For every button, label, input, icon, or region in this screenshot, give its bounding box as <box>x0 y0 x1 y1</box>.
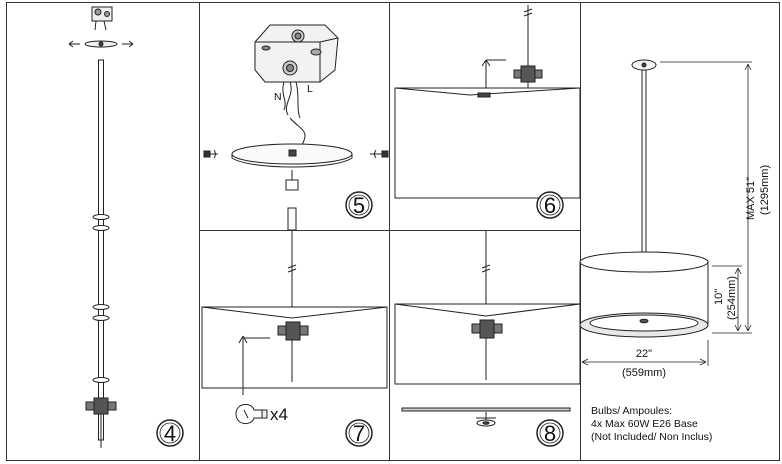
step-number: 7 <box>353 421 365 446</box>
note-line-1: Bulbs/ Ampoules: <box>591 405 672 417</box>
step-4-badge: 4 <box>156 419 184 447</box>
shade-height-label: 10" <box>713 289 725 305</box>
screw-arrow-left <box>68 40 80 48</box>
panel-frame <box>6 2 780 461</box>
drum-shade <box>579 251 709 338</box>
panel-step-8 <box>394 231 581 427</box>
junction-box <box>254 24 339 83</box>
step-8-badge: 8 <box>536 419 564 447</box>
drum-shade <box>201 306 388 389</box>
panel-step-4 <box>68 6 134 448</box>
screw-right <box>370 149 389 159</box>
bulb-icon <box>235 404 268 424</box>
junction-box-small <box>91 6 113 31</box>
width-label: 22" <box>636 348 652 360</box>
dimension-max-height <box>660 61 752 334</box>
dimension-width <box>579 340 709 366</box>
dimension-shade-height <box>712 265 742 332</box>
diffuser-plate <box>401 407 571 427</box>
step-number: 4 <box>164 421 176 446</box>
step-number: 5 <box>353 193 365 218</box>
canopy-plate <box>231 143 353 168</box>
step-7-badge: 7 <box>345 419 373 447</box>
drum-shade <box>394 87 581 199</box>
pole-rod <box>641 69 647 259</box>
bulb-notes: Bulbs/ Ampoules: 4x Max 60W E26 Base (No… <box>591 405 712 443</box>
screw-left <box>203 149 218 159</box>
pole-segment <box>287 207 297 231</box>
wire-label-neutral: N <box>274 91 282 103</box>
socket-cluster <box>513 65 543 83</box>
insert-arrow <box>238 335 270 395</box>
screw-arrow-right <box>122 40 134 48</box>
socket-cluster <box>85 397 117 448</box>
note-line-2: 4x Max 60W E26 Base <box>591 418 698 430</box>
socket-cluster <box>277 321 309 341</box>
step-number: 8 <box>544 421 556 446</box>
drum-shade <box>394 303 581 385</box>
note-line-3: (Not Included/ Non Inclus) <box>591 431 712 443</box>
step-5-badge: 5 <box>345 191 373 219</box>
finished-fixture <box>579 59 709 338</box>
panel-step-6 <box>394 5 581 199</box>
step-6-badge: 6 <box>536 191 564 219</box>
panel-step-7 <box>201 231 388 424</box>
shade-height-mm-label: (254mm) <box>726 276 738 320</box>
bulb-quantity: x4 <box>270 405 288 424</box>
max-height-label: MAX 51" <box>745 177 757 220</box>
max-height-mm-label: (1295mm) <box>759 165 771 215</box>
step-number: 6 <box>544 193 556 218</box>
socket-cluster <box>471 319 503 339</box>
width-mm-label: (559mm) <box>622 367 666 379</box>
wire-label-line: L <box>307 83 313 95</box>
panel-step-5: N L <box>203 24 389 231</box>
